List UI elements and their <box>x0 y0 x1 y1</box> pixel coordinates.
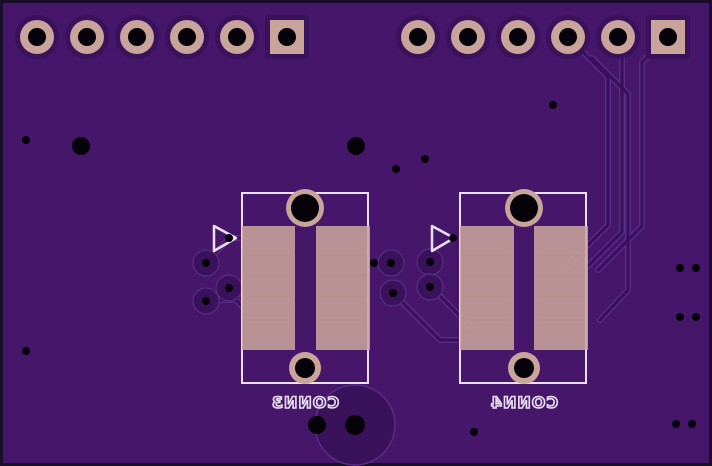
through-hole-pad <box>65 15 109 59</box>
square-pad <box>265 15 309 59</box>
conn3-bottom-hole <box>289 352 321 384</box>
mounting-pad <box>314 384 396 466</box>
via <box>672 420 680 428</box>
via <box>392 165 400 173</box>
via <box>692 313 700 321</box>
through-hole-pad <box>596 15 640 59</box>
via <box>347 137 365 155</box>
via <box>72 137 90 155</box>
conn3-top-hole <box>286 189 324 227</box>
via <box>692 264 700 272</box>
via <box>549 101 557 109</box>
conn4-smd-pad-left <box>460 226 514 350</box>
connector-conn3 <box>212 189 370 384</box>
through-hole-pad <box>496 15 540 59</box>
conn4-bottom-hole <box>508 352 540 384</box>
via <box>676 313 684 321</box>
conn4-top-hole <box>505 189 543 227</box>
through-hole-pad <box>215 15 259 59</box>
via <box>421 155 429 163</box>
vias <box>22 101 700 436</box>
via <box>688 420 696 428</box>
through-hole-pad <box>446 15 490 59</box>
via <box>470 428 478 436</box>
conn3-pin1-marker <box>212 224 238 253</box>
header-left <box>15 15 309 59</box>
conn4-label: CONN4 <box>490 393 558 412</box>
side-vias <box>192 248 444 315</box>
via <box>22 347 30 355</box>
conn4-pin1-marker <box>430 224 456 253</box>
conn3-label: CONN3 <box>271 393 339 412</box>
through-hole-pad <box>115 15 159 59</box>
via <box>22 136 30 144</box>
via <box>676 264 684 272</box>
via <box>308 416 326 434</box>
through-hole-pad <box>546 15 590 59</box>
header-right <box>396 15 690 59</box>
conn3-smd-pad-right <box>316 226 370 350</box>
connector-conn4 <box>430 189 588 384</box>
conn4-smd-pad-right <box>534 226 588 350</box>
through-hole-pad <box>15 15 59 59</box>
through-hole-pad <box>396 15 440 59</box>
conn3-smd-pad-left <box>242 226 295 350</box>
square-pad <box>646 15 690 59</box>
through-hole-pad <box>165 15 209 59</box>
